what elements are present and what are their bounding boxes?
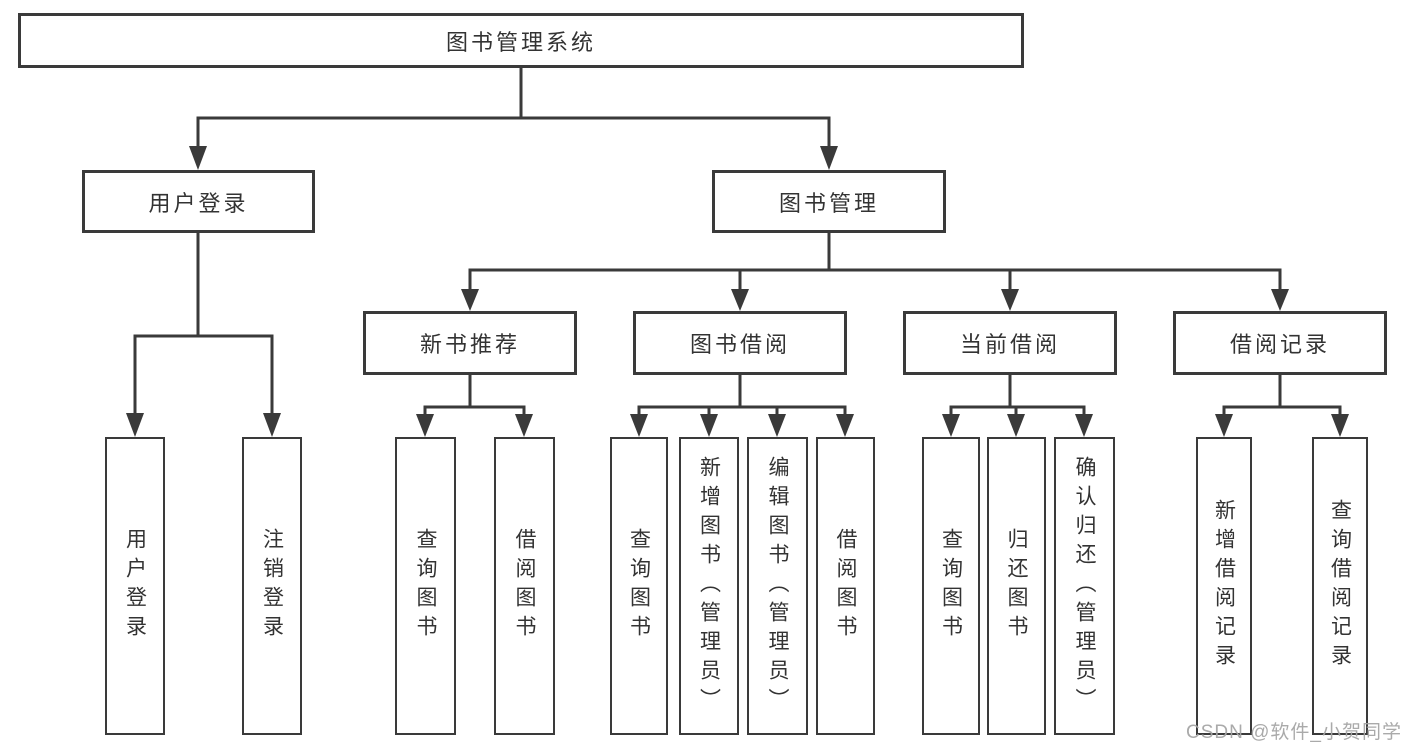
leaf-query-books-borrow: 查询图书 (610, 437, 668, 735)
leaf-label: 编辑图书（管理员） (766, 455, 789, 717)
leaf-label: 新增借阅记录 (1212, 499, 1236, 673)
node-new-book-recommendation: 新书推荐 (363, 311, 577, 375)
csdn-watermark: CSDN @软件_小贺同学 (1186, 722, 1402, 743)
node-label: 新书推荐 (419, 332, 520, 357)
leaf-label: 注销登录 (260, 528, 284, 644)
arrowheads (126, 146, 1349, 437)
leaf-label: 查询借阅记录 (1328, 499, 1352, 673)
connector-mgmt-to-level3 (468, 231, 1282, 294)
leaf-label: 用户登录 (123, 528, 147, 644)
node-label: 用户登录 (148, 190, 249, 216)
leaf-label: 归还图书 (1005, 528, 1028, 644)
leaf-query-borrow-record: 查询借阅记录 (1312, 437, 1368, 735)
connector-current-to-leaves (949, 373, 1086, 417)
leaf-label: 确认归还（管理员） (1073, 455, 1096, 717)
node-label: 当前借阅 (959, 332, 1060, 357)
node-book-borrowing: 图书借阅 (633, 311, 847, 375)
leaf-edit-books-admin: 编辑图书（管理员） (747, 437, 808, 735)
connector-rec-to-leaves (423, 373, 526, 417)
node-current-borrowing: 当前借阅 (903, 311, 1117, 375)
leaf-query-books-current: 查询图书 (922, 437, 980, 735)
connector-borrow-to-leaves (637, 373, 847, 417)
node-label: 图书管理 (778, 190, 879, 216)
leaf-label: 借阅图书 (513, 528, 536, 644)
node-library-management-system: 图书管理系统 (18, 13, 1024, 68)
connector-records-to-leaves (1222, 373, 1342, 417)
node-borrowing-records: 借阅记录 (1173, 311, 1387, 375)
node-book-management: 图书管理 (712, 170, 946, 233)
node-label: 图书借阅 (689, 332, 790, 357)
node-label: 借阅记录 (1229, 332, 1330, 357)
node-user-login: 用户登录 (82, 170, 315, 233)
leaf-return-books: 归还图书 (987, 437, 1046, 735)
leaf-borrow-books-borrow: 借阅图书 (816, 437, 875, 735)
leaf-label: 查询图书 (939, 528, 963, 644)
leaf-label: 新增图书（管理员） (697, 455, 721, 717)
leaf-confirm-return-admin: 确认归还（管理员） (1054, 437, 1115, 735)
leaf-add-books-admin: 新增图书（管理员） (679, 437, 739, 735)
leaf-label: 借阅图书 (834, 528, 857, 644)
leaf-label: 查询图书 (414, 528, 437, 644)
node-label: 图书管理系统 (445, 29, 596, 55)
leaf-query-books-rec: 查询图书 (395, 437, 456, 735)
connector-root-to-level2 (196, 66, 831, 149)
leaf-label: 查询图书 (627, 528, 651, 644)
leaf-borrow-books-rec: 借阅图书 (494, 437, 555, 735)
leaf-add-borrow-record: 新增借阅记录 (1196, 437, 1252, 735)
leaf-logout: 注销登录 (242, 437, 302, 735)
connector-login-to-leaves (133, 231, 274, 416)
leaf-user-login: 用户登录 (105, 437, 165, 735)
